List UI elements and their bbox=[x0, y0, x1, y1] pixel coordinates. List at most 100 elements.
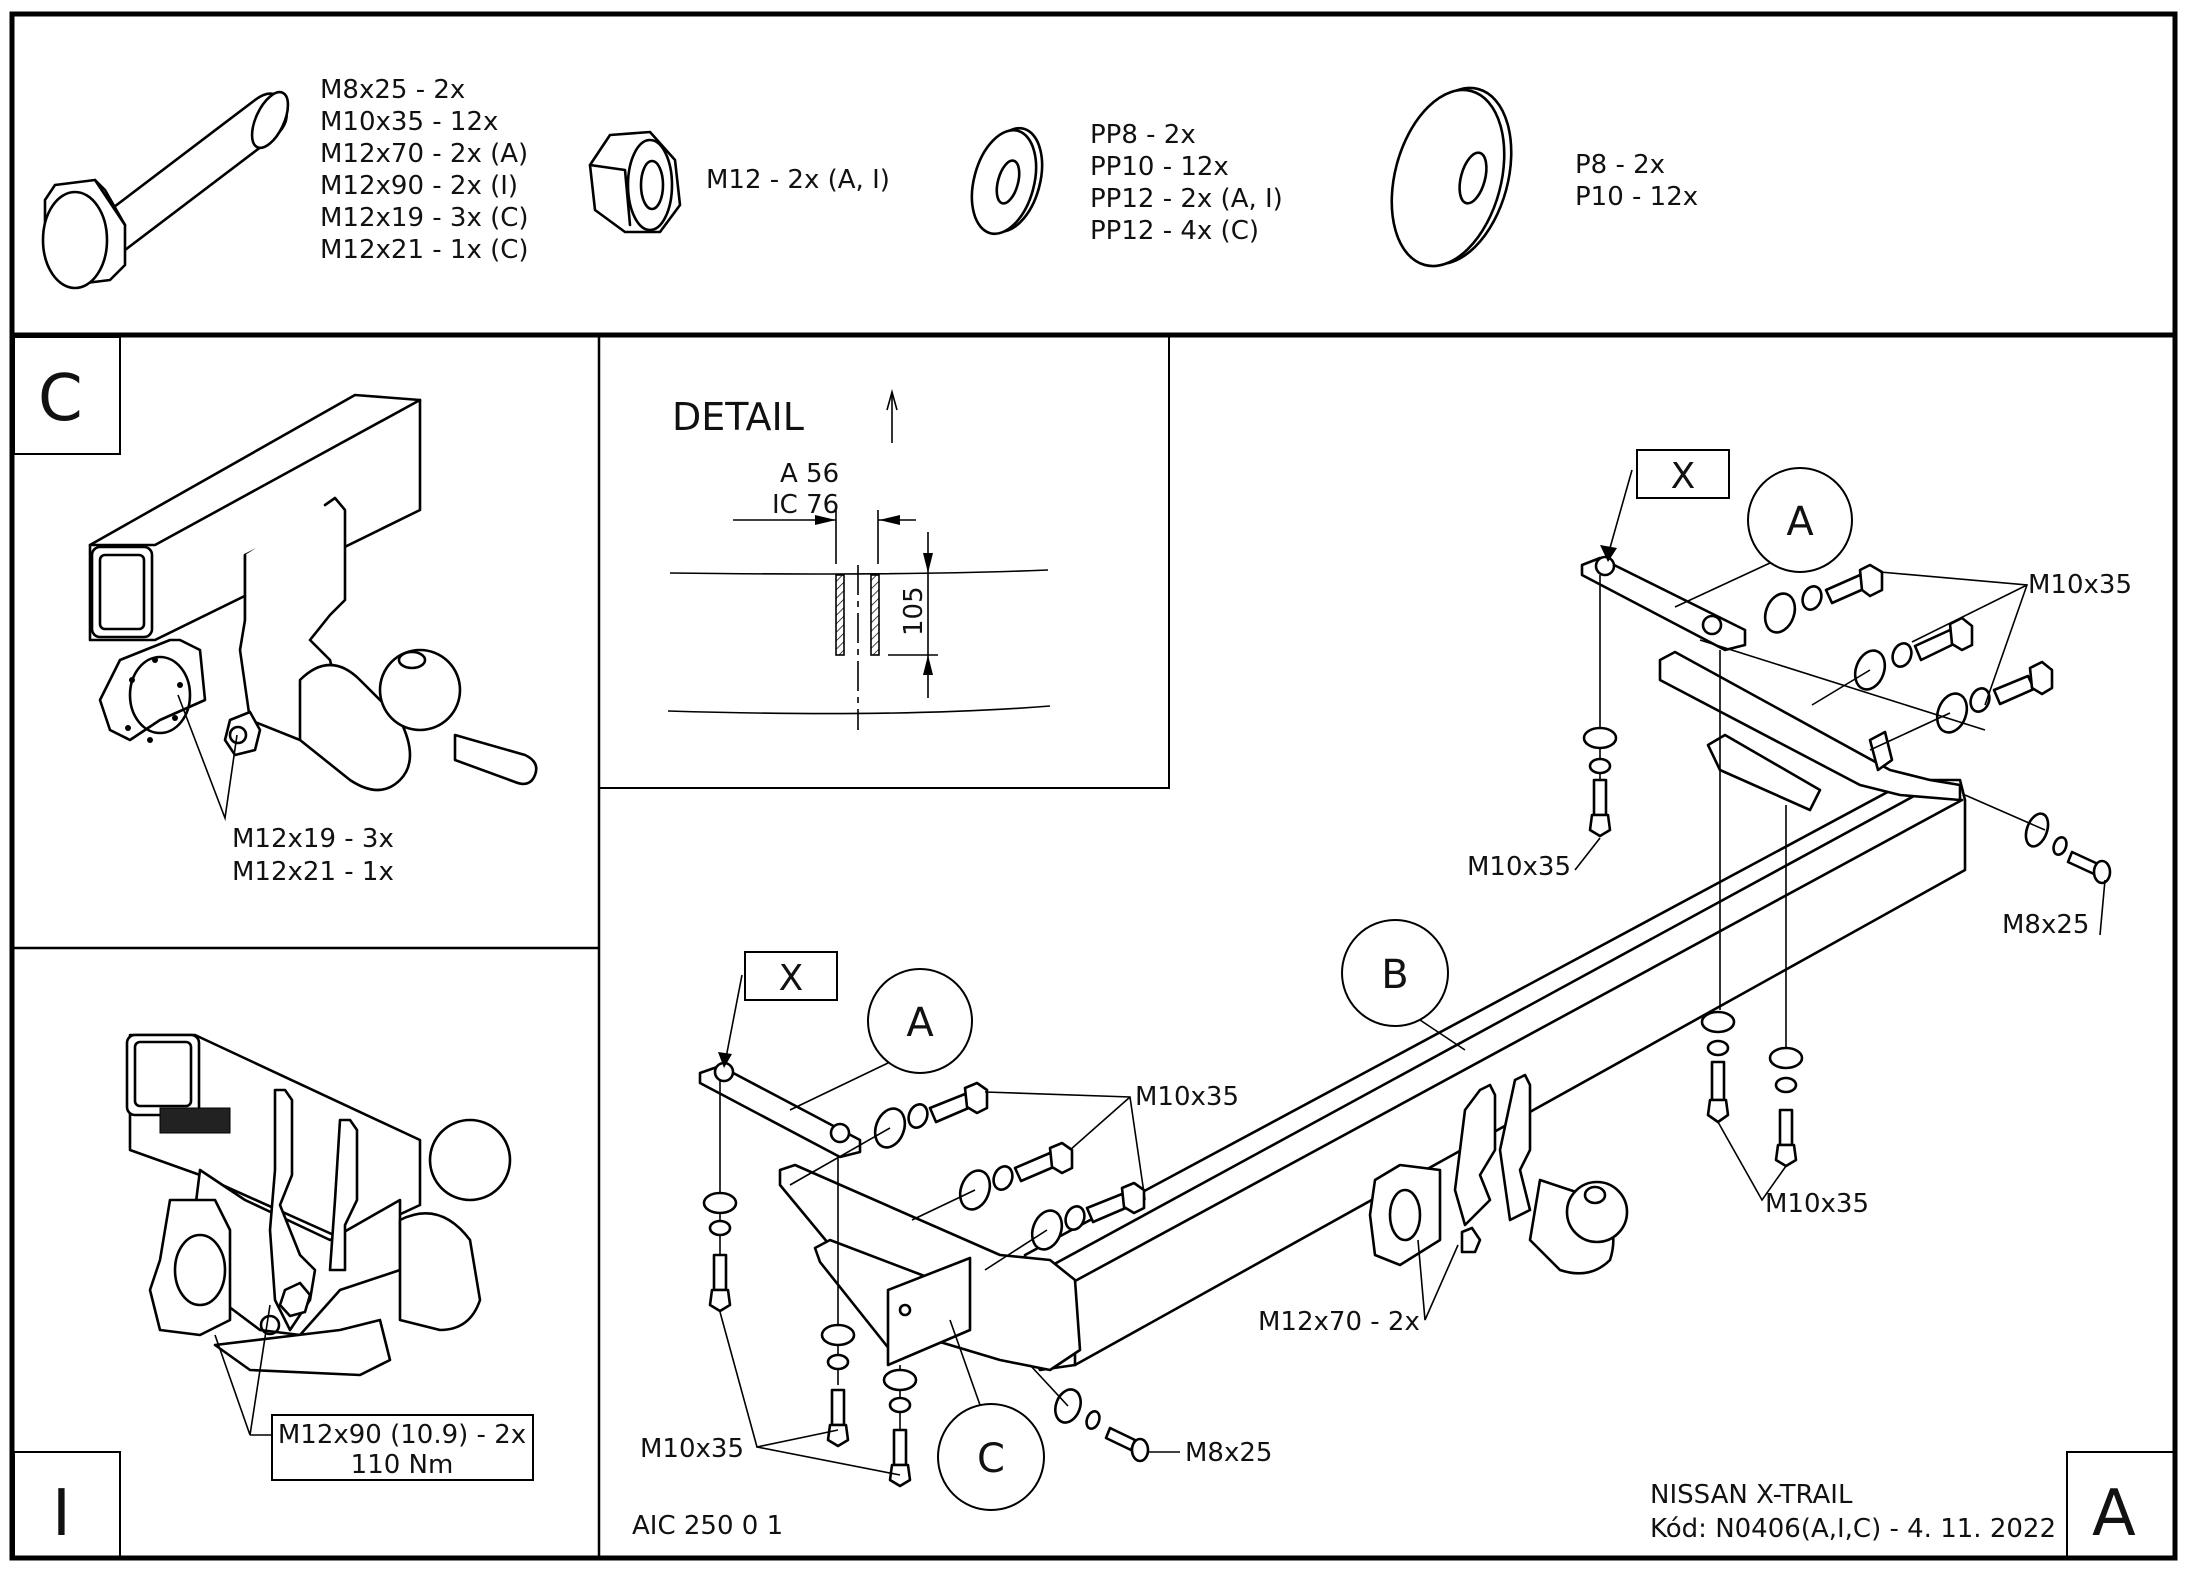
balloon-label: A bbox=[1786, 499, 1814, 545]
x-label: X bbox=[779, 958, 804, 999]
height-label: 105 bbox=[899, 586, 929, 636]
panel-tag: A bbox=[2092, 1477, 2136, 1551]
x-box bbox=[1636, 449, 1730, 499]
socket-plate bbox=[1368, 1163, 1442, 1267]
leader-line bbox=[1417, 1239, 1459, 1321]
assembly-line bbox=[984, 1229, 1048, 1271]
parts-flat-washer: P8 - 2x P10 - 12x bbox=[1390, 86, 1698, 268]
leader-arrow bbox=[1607, 469, 1633, 556]
hatched-plate bbox=[835, 574, 845, 656]
dim-arrow bbox=[923, 553, 933, 573]
leader-line bbox=[1419, 1019, 1466, 1051]
balloon-c: C bbox=[937, 1319, 1045, 1511]
torque-spec-box bbox=[271, 1414, 534, 1481]
fastener-label: M10x35 bbox=[640, 1434, 744, 1464]
callout-line: M12x21 - 1x bbox=[232, 857, 394, 887]
leader-line bbox=[1879, 571, 2029, 706]
washer-spec-line: P10 - 12x bbox=[1575, 182, 1698, 212]
outer-border bbox=[9, 11, 2178, 1561]
panel-tag-box bbox=[13, 336, 121, 455]
washer-spec-line: P8 - 2x bbox=[1575, 150, 1665, 180]
dim-arrow bbox=[879, 515, 900, 525]
leader-line bbox=[1674, 562, 1771, 608]
hitch-c-illustration bbox=[88, 393, 538, 792]
arrow-head bbox=[1600, 545, 1617, 562]
hitch-i-illustration bbox=[125, 1033, 512, 1377]
assembly-line bbox=[1699, 639, 1986, 731]
drawing-code: Kód: N0406(A,I,C) - 4. 11. 2022 bbox=[1650, 1514, 2056, 1544]
width-label: IC 76 bbox=[772, 490, 839, 520]
leader-line bbox=[949, 1319, 981, 1406]
leader-line bbox=[1717, 1121, 1787, 1202]
callout-x-top: X bbox=[1600, 449, 1730, 562]
washer-spec-line: PP12 - 2x (A, I) bbox=[1090, 184, 1283, 214]
leader-line bbox=[789, 1062, 889, 1111]
fastener-label: M10x35 bbox=[2028, 570, 2132, 600]
x-box bbox=[744, 951, 838, 1001]
bolt-spec-line: M12x70 - 2x (A) bbox=[320, 139, 528, 169]
washer-spec-line: PP8 - 2x bbox=[1090, 120, 1196, 150]
hatched-plate bbox=[870, 574, 880, 656]
part-number: AIC 250 0 1 bbox=[632, 1511, 783, 1541]
torque-value: 110 Nm bbox=[351, 1450, 454, 1480]
dim-arrow bbox=[923, 655, 933, 675]
right-bracket bbox=[1706, 733, 1822, 812]
width-label: A 56 bbox=[780, 459, 839, 489]
parts-bolt: M8x25 - 2x M10x35 - 12x M12x70 - 2x (A) … bbox=[41, 75, 529, 290]
leader-line bbox=[984, 1091, 1146, 1201]
assembly-line bbox=[1811, 669, 1871, 706]
callout-line: M12x90 (10.9) - 2x bbox=[278, 1420, 526, 1450]
hitch-bracket bbox=[1498, 1073, 1532, 1222]
bumper-line bbox=[669, 569, 1049, 575]
bolt-spec-line: M12x21 - 1x (C) bbox=[320, 235, 529, 265]
bolt-spec-line: M12x19 - 3x (C) bbox=[320, 203, 529, 233]
callout-line: M12x19 - 3x bbox=[232, 824, 394, 854]
main-assembly: X X A A B C bbox=[632, 449, 2176, 1559]
fastener-label: M8x25 bbox=[2002, 910, 2089, 940]
parts-spring-washer: PP8 - 2x PP10 - 12x PP12 - 2x (A, I) PP1… bbox=[970, 120, 1283, 246]
assembly-line bbox=[1029, 1364, 1069, 1407]
panel-tag: I bbox=[52, 1477, 71, 1551]
bolt-spec-line: M8x25 - 2x bbox=[320, 75, 465, 105]
vehicle-name: NISSAN X-TRAIL bbox=[1650, 1480, 1853, 1510]
hex-bolt-icon bbox=[41, 90, 290, 290]
fastener-stack bbox=[1582, 563, 2112, 1168]
detail-box bbox=[598, 334, 1170, 789]
balloon-label: C bbox=[977, 1436, 1005, 1482]
bolt-spec-line: M10x35 - 12x bbox=[320, 107, 498, 137]
callout-x-bottom: X bbox=[718, 951, 838, 1068]
assembly-line bbox=[1869, 712, 1951, 751]
leader-line bbox=[719, 1311, 901, 1476]
balloon-a-bottom: A bbox=[789, 968, 973, 1111]
small-washer-icon bbox=[970, 126, 1044, 236]
drawing-frame bbox=[9, 11, 2178, 1561]
nut-spec-line: M12 - 2x (A, I) bbox=[706, 165, 890, 195]
assembly-line bbox=[1964, 794, 2046, 831]
balloon-label: B bbox=[1381, 952, 1408, 998]
fastener-label: M10x35 bbox=[1467, 852, 1571, 882]
arrow-head bbox=[718, 1052, 732, 1068]
leader-arrow bbox=[724, 974, 743, 1064]
panel-tag-box bbox=[13, 1451, 121, 1559]
right-side-arm bbox=[1658, 650, 1962, 802]
fastener-label: M12x70 - 2x bbox=[1258, 1307, 1420, 1337]
panel-i: M12x90 (10.9) - 2x 110 Nm I bbox=[13, 1033, 534, 1559]
bumper-line bbox=[667, 705, 1051, 715]
hitch-nut bbox=[1460, 1226, 1482, 1254]
fastener-stack bbox=[702, 1080, 1150, 1488]
detail-title: DETAIL bbox=[672, 395, 804, 439]
arrow-head bbox=[886, 389, 898, 411]
hitch-bracket bbox=[1453, 1083, 1497, 1227]
x-label: X bbox=[1671, 456, 1696, 497]
fastener-label: M10x35 bbox=[1135, 1082, 1239, 1112]
leader-line bbox=[2099, 879, 2106, 936]
panel-tag-box bbox=[2066, 1451, 2176, 1559]
washer-spec-line: PP10 - 12x bbox=[1090, 152, 1229, 182]
leader-line bbox=[1574, 837, 1601, 871]
parts-nut: M12 - 2x (A, I) bbox=[588, 130, 890, 234]
panel-tag: C bbox=[38, 362, 83, 436]
fastener-label: M8x25 bbox=[1185, 1438, 1272, 1468]
assembly-line bbox=[789, 1127, 891, 1186]
balloon-b: B bbox=[1341, 919, 1466, 1051]
